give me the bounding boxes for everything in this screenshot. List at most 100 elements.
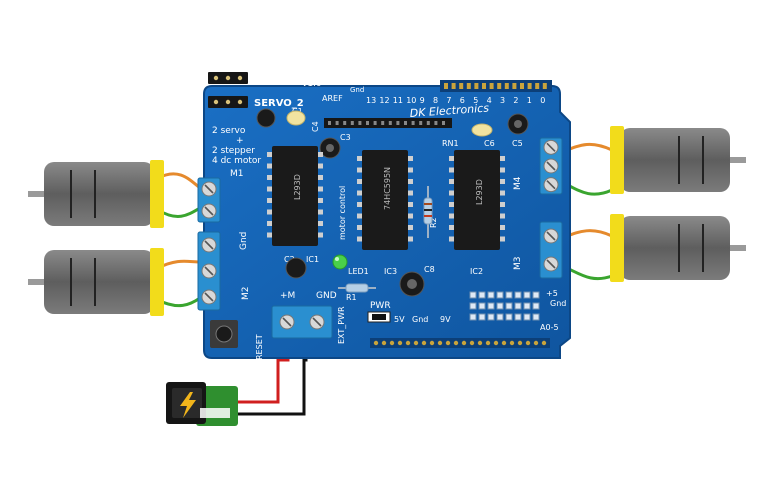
ic-pin xyxy=(357,236,362,242)
strip-pin xyxy=(358,121,362,125)
label-ic1: IC1 xyxy=(306,255,319,264)
terminal-m4 xyxy=(539,137,563,195)
label-gnd-right: Gnd xyxy=(550,299,566,308)
label-m3: M3 xyxy=(513,257,523,271)
ic-pin xyxy=(500,179,505,184)
silk-digit: 0 xyxy=(540,96,545,105)
digital-header xyxy=(440,80,552,92)
silk-servo2: SERVO_2 xyxy=(254,98,304,109)
ic-right-label: L293D xyxy=(475,179,484,205)
pad xyxy=(505,291,513,299)
header-pin xyxy=(541,340,547,346)
pad xyxy=(505,302,513,310)
label-a0-5: A0-5 xyxy=(540,323,559,332)
pad xyxy=(523,313,531,321)
pad xyxy=(514,291,522,299)
ic-left-label: L293D xyxy=(293,174,302,200)
strip-pin xyxy=(396,121,400,125)
ic-pin xyxy=(318,232,323,238)
silk-digit: 2 xyxy=(513,96,518,105)
header-pin xyxy=(512,83,517,89)
silk-gnd-top: Gnd xyxy=(350,86,364,94)
label-pwr: PWR xyxy=(370,301,391,311)
bottom-header xyxy=(370,338,550,348)
label-5v: 5V xyxy=(394,315,405,324)
ic-pin xyxy=(318,186,323,192)
silk-digit: 11 xyxy=(393,96,403,105)
header-pin xyxy=(509,340,515,346)
ic-pin xyxy=(357,156,362,161)
label-m2: M2 xyxy=(241,287,251,301)
label-plus-m: +M xyxy=(280,291,295,301)
silk-motor-control: motor control xyxy=(338,186,347,240)
ic-pin xyxy=(408,190,413,196)
ic-pin xyxy=(408,236,413,242)
ic-pin xyxy=(267,221,272,226)
header-pin xyxy=(451,83,456,89)
ic-pin xyxy=(357,179,362,184)
power-jack xyxy=(166,382,238,426)
silk-digit: 10 xyxy=(406,96,416,105)
label-gnd-left: Gnd xyxy=(239,232,249,250)
label-m1: M1 xyxy=(230,169,244,179)
strip-pin xyxy=(381,121,385,125)
ic-pin xyxy=(408,202,413,207)
strip-pin xyxy=(343,121,347,125)
pad xyxy=(487,291,495,299)
ic-pin xyxy=(500,213,505,219)
pad xyxy=(532,291,540,299)
label-gnd-mid: Gnd xyxy=(412,315,428,324)
header-pin xyxy=(469,340,475,346)
terminal-power xyxy=(271,305,333,339)
label-gnd: GND xyxy=(316,291,337,301)
ic-pin xyxy=(357,225,362,230)
reset-button[interactable] xyxy=(210,320,238,348)
pad xyxy=(469,291,477,299)
header-pin xyxy=(466,83,471,89)
silk-ser1: SER1 xyxy=(254,74,283,85)
ic-pin xyxy=(267,232,272,238)
header-pin xyxy=(397,340,403,346)
strip-pin xyxy=(366,121,369,125)
strip-pin xyxy=(404,121,407,125)
pad xyxy=(469,302,477,310)
header-pin xyxy=(535,83,540,89)
label-r1: R1 xyxy=(346,293,357,302)
ic-pin xyxy=(357,190,362,196)
ic-pin xyxy=(449,167,454,173)
label-c8: C8 xyxy=(424,265,435,274)
motor-bottom-left xyxy=(28,248,164,316)
label-reset: RESET xyxy=(255,334,264,360)
label-c2: C2 xyxy=(284,255,295,264)
strip-pin xyxy=(434,121,438,125)
ic-pin xyxy=(357,213,362,219)
strip-pin xyxy=(419,121,423,125)
silk-feature-2: + xyxy=(236,136,244,146)
ic-pin xyxy=(408,213,413,219)
motor-top-left xyxy=(28,160,164,228)
header-pin xyxy=(485,340,491,346)
rn1-strip xyxy=(324,118,452,128)
resistor-r1 xyxy=(338,283,376,293)
label-c3: C3 xyxy=(340,133,351,142)
silk-version: v1.0 xyxy=(302,79,322,89)
header-pin xyxy=(527,83,532,89)
label-plus5: +5 xyxy=(546,289,558,298)
motor-bottom-right xyxy=(610,214,746,282)
header-pin xyxy=(381,340,387,346)
pad xyxy=(487,302,495,310)
ic-pin xyxy=(267,186,272,192)
pad xyxy=(532,313,540,321)
ic-pin xyxy=(267,175,272,180)
silk-feature-4: 4 dc motor xyxy=(212,156,261,166)
ic-pin xyxy=(318,209,323,215)
servo-header xyxy=(208,72,248,108)
ic-pin xyxy=(500,236,505,242)
ic-pin xyxy=(357,167,362,173)
strip-pin xyxy=(388,121,392,125)
ic-pin xyxy=(500,202,505,207)
label-r2: R2 xyxy=(429,217,438,228)
header-pin xyxy=(504,83,509,89)
